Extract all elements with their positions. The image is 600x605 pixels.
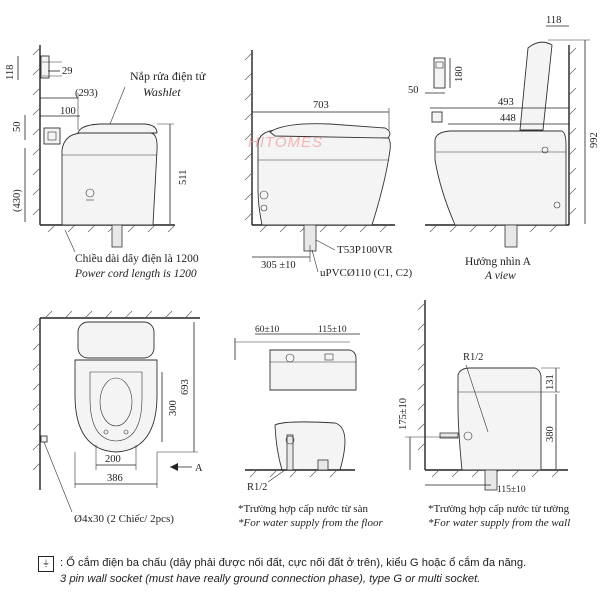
view-a-en: A view [484, 270, 516, 282]
dim-115-wall: 115±10 [497, 485, 526, 495]
floor-supply-vi: *Trường hợp cấp nước từ sàn [238, 503, 368, 515]
dim-50-right: 50 [408, 85, 419, 96]
dim-703: 703 [313, 100, 329, 111]
dim-115-floor: 115±10 [318, 325, 347, 335]
floor-supply-view: 60±10 115±10 R1/2 *Trường hợp cấp nước t… [234, 325, 383, 529]
dim-118-left: 118 [5, 65, 16, 80]
dim-100: 100 [60, 106, 76, 117]
dim-430: (430) [12, 189, 23, 212]
dim-200: 200 [105, 454, 121, 465]
dim-448: 448 [500, 113, 516, 124]
dim-131: 131 [545, 374, 556, 390]
dim-300: 300 [168, 400, 179, 416]
view-a-vi: Hướng nhìn A [465, 256, 532, 268]
wall-supply-view: 175±10 131 380 115±10 R1/2 *Trường hợp c… [398, 300, 570, 529]
cord-length-en: Power cord length is 1200 [74, 268, 197, 280]
floor-supply-en: *For water supply from the floor [238, 517, 383, 529]
dim-992: 992 [589, 132, 600, 148]
plan-view: 693 300 200 386 A Ø4x30 (2 Chiếc/ 2pcs) [32, 310, 203, 525]
dim-175-wall: 175±10 [398, 398, 409, 430]
side-view-middle: 703 305 ±10 T53P100VR uPVCØ110 (C1, C2) [244, 50, 413, 279]
washlet-label-vi: Nắp rửa điện tử [130, 69, 206, 83]
dim-693: 693 [180, 379, 191, 395]
dim-180: 180 [454, 66, 465, 82]
view-arrow-a: A [195, 463, 203, 474]
dim-60-floor: 60±10 [255, 325, 279, 335]
side-view-right: 118 180 50 493 448 992 Hướng nhìn A A vi… [408, 15, 600, 282]
cord-length-vi: Chiều dài dây điện là 1200 [75, 252, 199, 265]
valve-code: T53P100VR [337, 244, 393, 256]
dim-511: 511 [178, 170, 189, 185]
dim-380: 380 [545, 426, 556, 442]
socket-note-vi: : Ổ cắm điện ba chấu (dây phải được nối … [60, 557, 527, 569]
watermark-logo: HITOMES [248, 134, 324, 151]
wall-supply-en: *For water supply from the wall [428, 517, 570, 529]
r12-floor: R1/2 [247, 482, 267, 493]
pipe-spec: uPVCØ110 (C1, C2) [320, 267, 413, 279]
dim-305: 305 ±10 [261, 260, 296, 271]
dim-118-right: 118 [546, 15, 561, 26]
side-view-left: 118 29 (293) 100 50 (430) 511 Nắp rửa đi… [5, 45, 206, 280]
socket-note-en: 3 pin wall socket (must have really grou… [60, 573, 481, 585]
r12-wall: R1/2 [463, 352, 483, 363]
dim-50-left: 50 [12, 122, 23, 133]
socket-icon: ⏚ [38, 556, 54, 572]
dim-493: 493 [498, 97, 514, 108]
screw-spec: Ø4x30 (2 Chiếc/ 2pcs) [74, 513, 174, 525]
dim-386: 386 [107, 473, 123, 484]
wall-supply-vi: *Trường hợp cấp nước từ tường [428, 503, 570, 515]
washlet-label-en: Washlet [143, 85, 181, 99]
dim-293: (293) [75, 88, 98, 99]
dim-29: 29 [62, 66, 73, 77]
